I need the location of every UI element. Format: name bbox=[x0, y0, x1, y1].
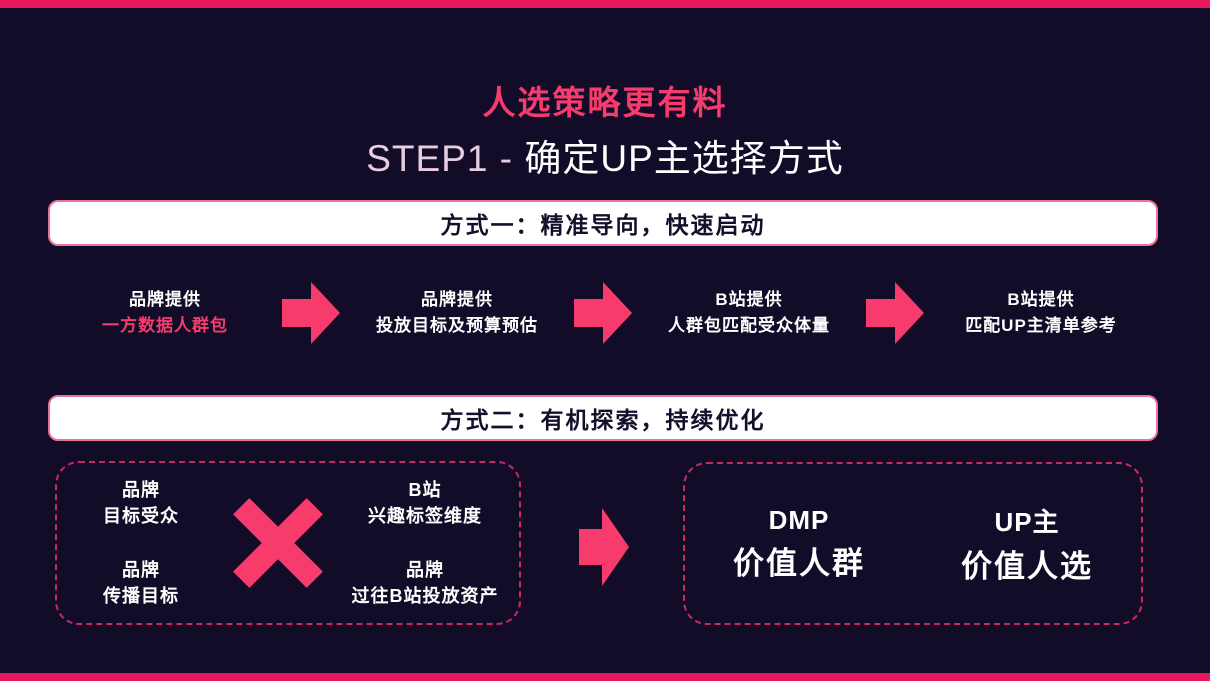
flow-step-line1: 品牌提供 bbox=[421, 289, 493, 309]
method-two-header-bar: 方式二：有机探索，持续优化 bbox=[48, 395, 1158, 441]
flow-step-line2: 人群包匹配受众体量 bbox=[668, 316, 830, 335]
inputs-left-column: 品牌 目标受众 品牌 传播目标 bbox=[61, 463, 221, 623]
input-brand-assets: 品牌 过往B站投放资产 bbox=[351, 559, 499, 606]
arrow-right-icon bbox=[866, 282, 924, 344]
method-one-flow: 品牌提供 一方数据人群包 品牌提供 投放目标及预算预估 B站提供 人群包匹配受众… bbox=[48, 278, 1158, 348]
flow-step-line2: 匹配UP主清单参考 bbox=[965, 316, 1117, 335]
input-brand-comm-goal: 品牌 传播目标 bbox=[103, 559, 179, 606]
flow-step-line1: B站提供 bbox=[715, 289, 783, 309]
page-title: 人选策略更有料 bbox=[482, 84, 728, 121]
input-bili-tags: B站 兴趣标签维度 bbox=[368, 479, 482, 526]
output-up-candidates: UP主 价值人选 bbox=[961, 506, 1093, 584]
input-brand-audience: 品牌 目标受众 bbox=[103, 479, 179, 526]
method-two-header-label: 方式二：有机探索，持续优化 bbox=[440, 407, 766, 433]
flow-step-line2: 一方数据人群包 bbox=[102, 316, 228, 335]
flow-step-line1: 品牌提供 bbox=[129, 289, 201, 309]
method-one-header-bar: 方式一：精准导向，快速启动 bbox=[48, 200, 1158, 246]
subtitle-step-label: STEP1 - bbox=[366, 138, 525, 179]
arrow-right-icon bbox=[282, 282, 340, 344]
bottom-accent-bar bbox=[0, 673, 1210, 681]
arrow-right-icon bbox=[579, 508, 629, 586]
subtitle-main-label: 确定UP主选择方式 bbox=[524, 138, 844, 179]
method-one-header-label: 方式一：精准导向，快速启动 bbox=[440, 212, 766, 238]
flow-step-brand-audience: 品牌提供 一方数据人群包 bbox=[48, 287, 282, 340]
multiply-icon bbox=[233, 463, 323, 623]
flow-step-bili-list: B站提供 匹配UP主清单参考 bbox=[924, 287, 1158, 340]
output-dmp-crowd: DMP 价值人群 bbox=[733, 504, 865, 581]
flow-step-bili-match: B站提供 人群包匹配受众体量 bbox=[632, 287, 866, 340]
top-accent-bar bbox=[0, 0, 1210, 8]
method-two-outputs-box: DMP 价值人群 UP主 价值人选 bbox=[683, 462, 1143, 625]
page-subtitle: STEP1 - 确定UP主选择方式 bbox=[0, 128, 1210, 182]
method-two-inputs-box: 品牌 目标受众 品牌 传播目标 B站 兴趣标签维度 品牌 过往B站投放资产 bbox=[55, 461, 521, 625]
flow-step-line1: B站提供 bbox=[1007, 289, 1075, 309]
inputs-right-column: B站 兴趣标签维度 品牌 过往B站投放资产 bbox=[335, 463, 515, 623]
flow-step-brand-goal: 品牌提供 投放目标及预算预估 bbox=[340, 287, 574, 340]
flow-step-line2: 投放目标及预算预估 bbox=[376, 316, 538, 335]
slide-header: 人选策略更有料 STEP1 - 确定UP主选择方式 bbox=[0, 76, 1210, 182]
arrow-right-icon bbox=[574, 282, 632, 344]
